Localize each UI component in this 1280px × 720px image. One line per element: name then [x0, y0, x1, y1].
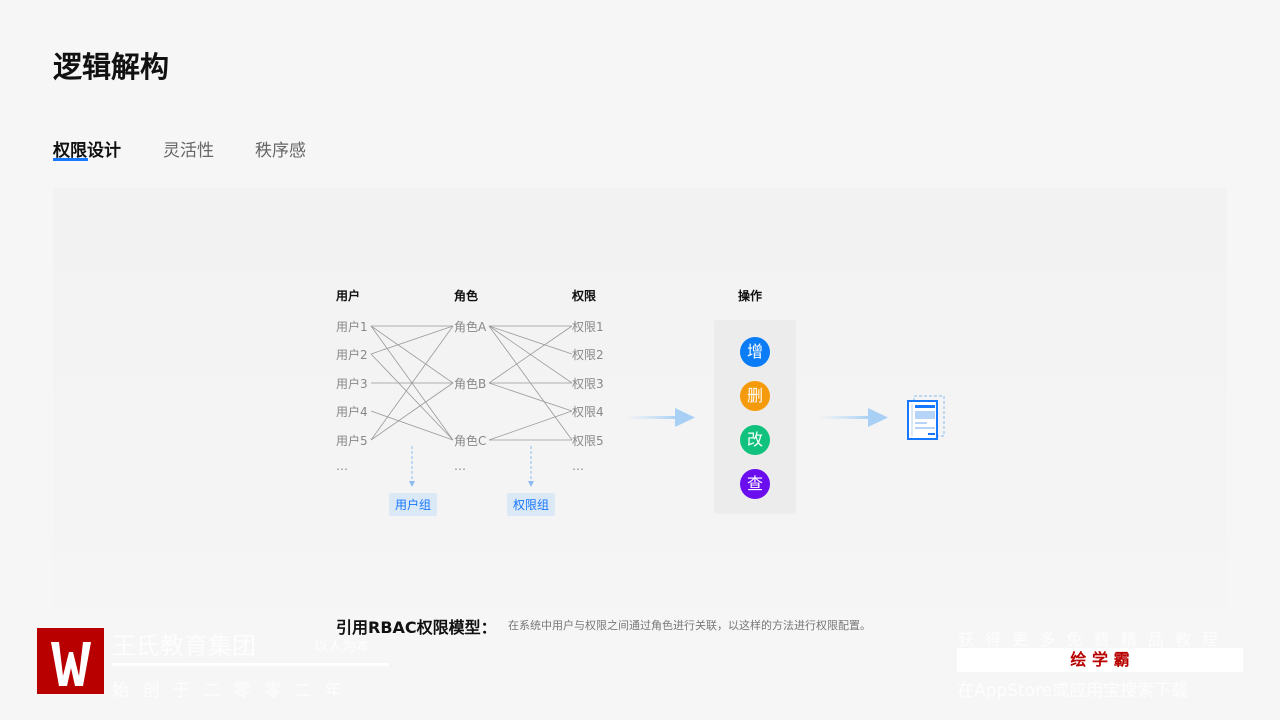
user-role-link: [370, 325, 454, 441]
role-perm-link: [488, 382, 573, 412]
tab-permission-design[interactable]: 权限设计: [53, 141, 121, 161]
user-node: 用户2: [336, 348, 368, 362]
user-group-arrow-head: [409, 481, 415, 487]
arrow-to-doc-head: [868, 408, 888, 427]
operation-0: 增: [740, 337, 770, 367]
role-node: 角色A: [454, 320, 487, 334]
role-perm-link: [488, 410, 573, 441]
user-group-badge: 用户组: [389, 493, 438, 516]
operation-1: 删: [740, 381, 770, 411]
ops-header: 操作: [738, 289, 763, 303]
arrow-to-doc: [818, 416, 870, 419]
tab-flexibility[interactable]: 灵活性: [163, 141, 214, 161]
user-role-link: [370, 353, 454, 441]
perm-node: 权限5: [572, 434, 604, 448]
perm-node: 权限4: [572, 405, 604, 419]
role-node: 角色B: [454, 377, 487, 391]
role-node: …: [454, 459, 466, 473]
caption-title: 引用RBAC权限模型：: [336, 618, 497, 637]
perm-node: 权限1: [572, 320, 604, 334]
watermark-search: 在AppStore或应用宝搜索下载: [957, 681, 1189, 701]
user-node: 用户5: [336, 434, 368, 448]
role-node: 角色C: [454, 434, 487, 448]
arrow-to-ops: [625, 416, 677, 419]
perm-node: …: [572, 459, 584, 473]
perm-node: 权限3: [572, 377, 604, 391]
perm-node: 权限2: [572, 348, 604, 362]
watermark-app: 绘 学 霸: [957, 648, 1243, 672]
diagram-panel: [53, 188, 1227, 608]
role-perm-link: [488, 325, 573, 355]
user-node: …: [336, 459, 348, 473]
user-role-link: [370, 410, 454, 441]
watermark-founded: 始 创 于 二 零 零 二 年: [112, 681, 346, 701]
active-tab-indicator: [53, 158, 88, 161]
user-role-link: [370, 325, 454, 355]
perm-group-badge: 权限组: [507, 493, 556, 516]
role-perm-link: [488, 325, 573, 384]
arrow-to-ops-head: [675, 408, 695, 427]
watermark-divider: [112, 663, 389, 666]
watermark-promo: 获 得 更 多 免 费 精 品 教 程: [958, 630, 1221, 649]
user-role-link: [370, 382, 454, 441]
brand-logo: [37, 628, 104, 694]
tab-order[interactable]: 秩序感: [255, 141, 306, 161]
users-header: 用户: [336, 289, 361, 303]
operation-2: 改: [740, 425, 770, 455]
operation-3: 查: [740, 469, 770, 499]
document-icon: [907, 395, 945, 440]
caption-description: 在系统中用户与权限之间通过角色进行关联，以这样的方法进行权限配置。: [508, 619, 871, 632]
page-title: 逻辑解构: [53, 50, 170, 84]
roles-header: 角色: [454, 289, 479, 303]
user-node: 用户1: [336, 320, 368, 334]
watermark-org: 王氏教育集团: [112, 632, 256, 660]
user-node: 用户4: [336, 405, 368, 419]
user-node: 用户3: [336, 377, 368, 391]
perm-group-arrow-head: [528, 481, 534, 487]
watermark-motto: 以人为本: [314, 639, 370, 655]
perms-header: 权限: [572, 289, 597, 303]
user-role-link: [370, 325, 454, 384]
